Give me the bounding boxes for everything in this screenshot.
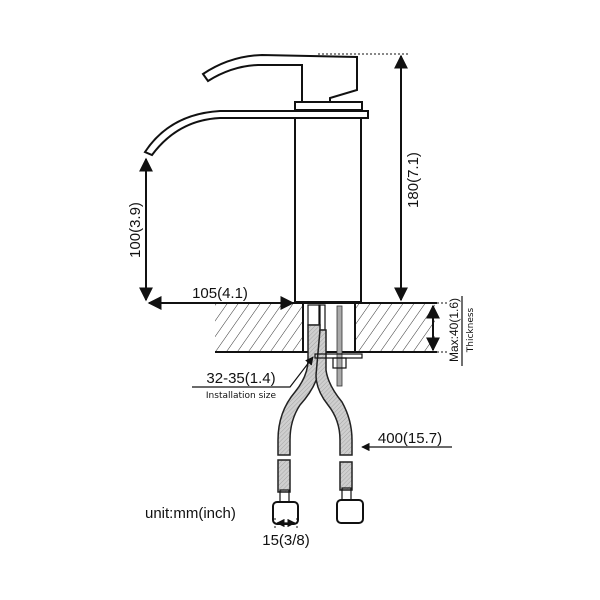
supply-hoses: [272, 304, 364, 525]
unit-note: unit:mm(inch): [145, 505, 236, 522]
mounting-rod: [336, 305, 343, 387]
spout-height-label: 100(3.9): [127, 202, 144, 258]
connector-size-label: 15(3/8): [262, 532, 310, 549]
faucet-drawing: [143, 53, 369, 303]
right-connector-nut: [336, 499, 364, 524]
hose-length-label: 400(15.7): [378, 430, 442, 447]
faucet-body: [294, 117, 362, 303]
right-hose: [315, 329, 353, 456]
thickness-label: Thickness: [466, 307, 476, 353]
spout: [143, 110, 369, 157]
counter-thickness-label: Max:40(1.6): [447, 298, 461, 362]
handle-base: [294, 101, 363, 111]
mounting-nut: [332, 357, 347, 369]
total-height-label: 180(7.1): [405, 152, 422, 208]
dimension-lines: [139, 53, 463, 530]
spout-reach-label: 105(4.1): [192, 285, 248, 302]
countertop: [215, 302, 437, 353]
installation-size-label: Installation size: [206, 391, 277, 401]
installation-hole-label: 32-35(1.4): [206, 370, 275, 387]
left-connector-nut: [272, 501, 299, 525]
handle: [201, 53, 358, 103]
